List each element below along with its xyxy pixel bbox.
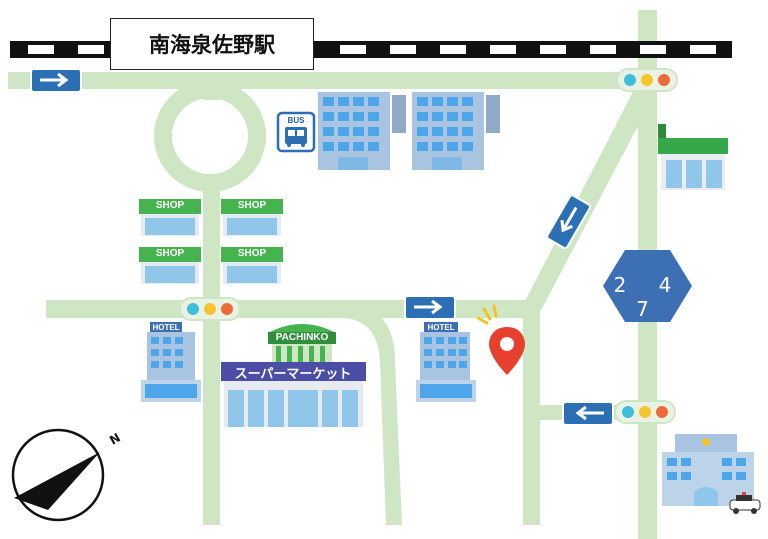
road-left-vertical — [203, 175, 220, 525]
hospital-building — [662, 434, 754, 506]
traffic-light-icon — [614, 400, 676, 424]
road-top — [8, 72, 648, 89]
shop-icon — [221, 247, 283, 284]
convenience-store-icon — [658, 124, 728, 190]
hotel-icon — [141, 322, 201, 402]
traffic-light-icon — [616, 68, 678, 92]
location-pin-icon — [476, 304, 525, 375]
road-diagonal — [523, 82, 656, 312]
roundabout — [154, 80, 266, 192]
pachinko-icon — [268, 324, 336, 362]
supermarket-icon — [221, 362, 366, 427]
bus-stop-icon — [276, 111, 316, 153]
one-way-arrow-icon — [404, 295, 456, 320]
roads — [8, 10, 657, 539]
police-car-icon — [729, 492, 761, 514]
supermarket-label: スーパーマーケット — [234, 367, 352, 382]
shop-icon — [139, 247, 201, 284]
one-way-arrow-icon — [546, 194, 591, 250]
hotel-label: HOTEL — [152, 323, 180, 332]
shop-icon — [221, 199, 283, 236]
shop-label: SHOP — [155, 200, 185, 211]
hotel-icon — [416, 322, 476, 402]
office-building — [412, 92, 500, 170]
pachinko-label: PACHINKO — [275, 332, 329, 343]
traffic-light-icon — [179, 297, 241, 321]
route-shield-icon — [603, 250, 692, 322]
route-number: 2 4 7 — [613, 273, 685, 321]
shop-icon — [139, 199, 201, 236]
shop-label: SHOP — [237, 200, 267, 211]
road-center-vertical — [523, 300, 540, 525]
office-building — [318, 92, 406, 170]
one-way-arrow-icon — [30, 68, 82, 93]
shop-label: SHOP — [155, 248, 185, 259]
shop-label: SHOP — [237, 248, 267, 259]
one-way-arrow-icon — [562, 401, 614, 426]
hotel-label: HOTEL — [427, 323, 455, 332]
compass-icon — [11, 428, 105, 522]
bus-stop-label: BUS — [287, 116, 305, 125]
station-label: 南海泉佐野駅 — [110, 18, 314, 70]
road-middle — [46, 300, 532, 318]
road-curve — [340, 300, 402, 525]
